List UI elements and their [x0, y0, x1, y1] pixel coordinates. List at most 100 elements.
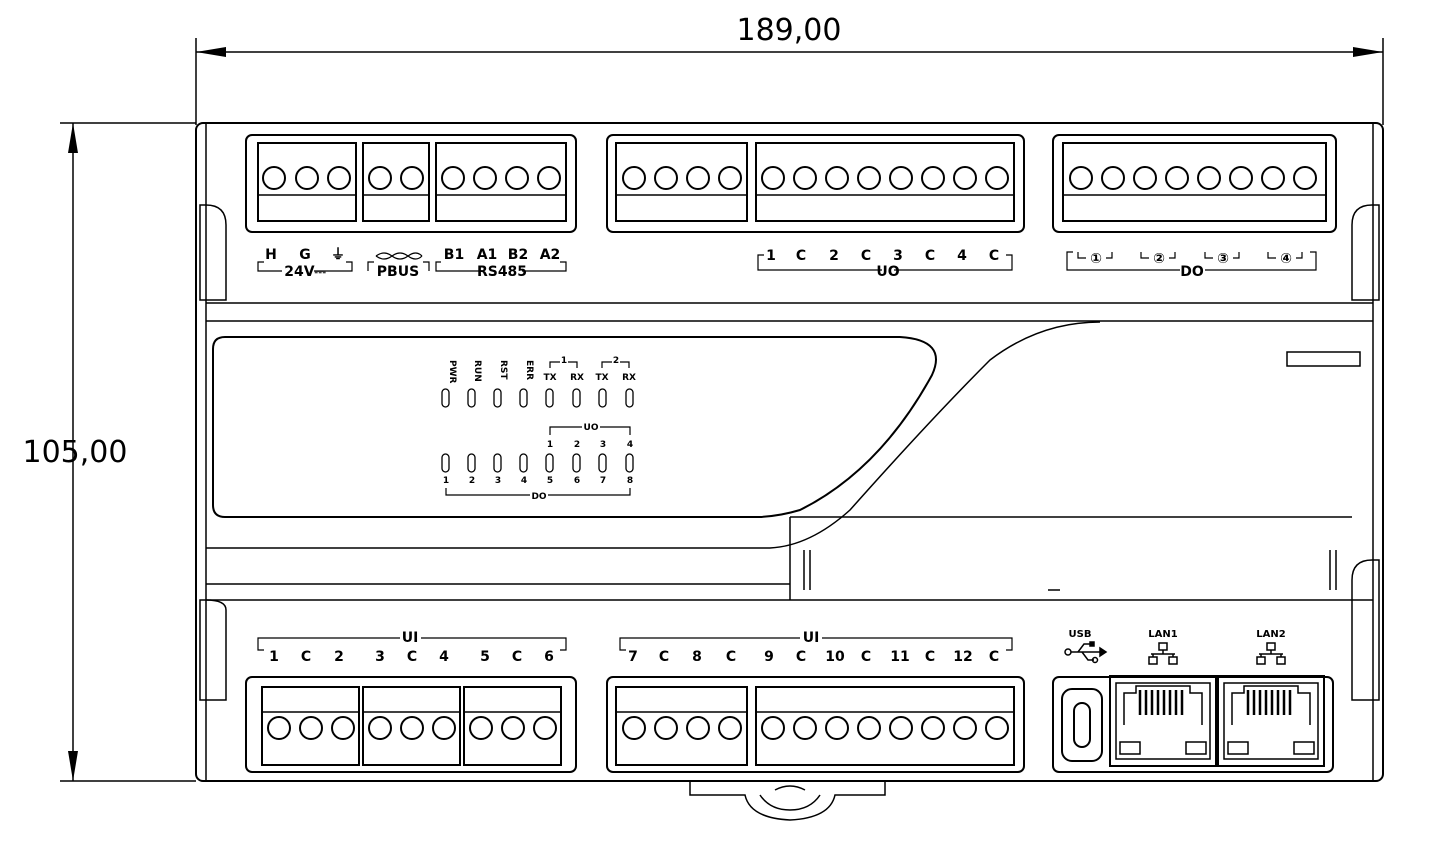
do-led-number: 6 [574, 476, 580, 486]
label-slot [1286, 351, 1361, 367]
led-rx2 [625, 388, 634, 408]
ui-left-labels: UI 1 C 2 3 C 4 5 C 6 [269, 630, 554, 665]
terminal-label: C [861, 649, 871, 665]
connector-ui-7-8[interactable] [615, 686, 748, 766]
port1-tx: TX [543, 373, 556, 383]
terminal-label: C [407, 649, 417, 665]
port2-rx: RX [622, 373, 636, 383]
power-labels [257, 252, 567, 272]
terminal-label: 11 [890, 649, 909, 665]
network-icon [1148, 642, 1178, 665]
terminal-label: G [299, 247, 311, 263]
lan2-label: LAN2 [1256, 629, 1285, 640]
terminal-label: 2 [829, 248, 839, 264]
terminal-label: C [925, 649, 935, 665]
connector-ui-5-6[interactable] [463, 686, 562, 766]
pbus-label: PBUS [377, 264, 419, 280]
do-led-number: 3 [495, 476, 501, 486]
top-connector-do [1052, 134, 1337, 233]
terminal-label: H [265, 247, 277, 263]
connector-ui-1-2[interactable] [261, 686, 360, 766]
terminal-label: 2 [334, 649, 344, 665]
connector-ui-3-4[interactable] [362, 686, 461, 766]
terminal-label: A2 [540, 247, 561, 263]
terminal-label: 4 [957, 248, 967, 264]
connector-uo-a[interactable] [615, 142, 748, 222]
io-led [545, 453, 554, 473]
led-tx1 [545, 388, 554, 408]
ui-group-label: UI [803, 630, 820, 646]
lan2-port[interactable] [1217, 675, 1325, 767]
terminal-label: A1 [477, 247, 498, 263]
top-connector-uo [606, 134, 1025, 233]
terminal-label: C [301, 649, 311, 665]
housing [195, 122, 1384, 821]
terminal-label: ② [1153, 251, 1165, 267]
bottom-connector-right [606, 676, 1025, 773]
io-led [519, 453, 528, 473]
usb-label: USB [1069, 629, 1092, 640]
port-block [1052, 675, 1334, 773]
terminal-label: C [925, 248, 935, 264]
uo-led-number: 4 [627, 440, 633, 450]
terminal-label: 10 [825, 649, 845, 665]
port1-rx: RX [570, 373, 584, 383]
twisted-pair-icon [375, 252, 423, 260]
led-rx1 [572, 388, 581, 408]
terminal-label: 1 [269, 649, 279, 665]
do-led-number: 4 [521, 476, 527, 486]
terminal-label: B2 [508, 247, 528, 263]
do-led-group: DO [531, 492, 546, 502]
terminal-label: 9 [764, 649, 774, 665]
terminal-label: ③ [1217, 251, 1229, 267]
io-led [467, 453, 476, 473]
height-dimension-label: 105,00 [23, 435, 128, 470]
terminal-label: B1 [444, 247, 464, 263]
io-led [598, 453, 607, 473]
io-led [493, 453, 502, 473]
uo-group-label: UO [876, 264, 899, 280]
io-led [441, 453, 450, 473]
bottom-connector-left [245, 676, 577, 773]
io-leds [441, 453, 634, 473]
led-label: RST [498, 360, 508, 380]
terminal-label: ① [1090, 251, 1102, 267]
port2-tx: TX [595, 373, 608, 383]
connector-pbus[interactable] [362, 142, 430, 222]
top-connector-left [245, 134, 577, 233]
terminal-label: C [861, 248, 871, 264]
terminal-label: C [796, 649, 806, 665]
port2-number: 2 [613, 356, 619, 366]
lan1-port[interactable] [1109, 675, 1217, 767]
connector-ui-9-12[interactable] [755, 686, 1015, 766]
usb-icon [1064, 641, 1108, 664]
rs485-group-label: RS485 [477, 264, 527, 280]
terminal-label: C [989, 649, 999, 665]
terminal-label: 5 [480, 649, 490, 665]
uo-top-labels: 1 C 2 C 3 C 4 C UO [766, 248, 999, 280]
height-dimension: 105,00 [23, 122, 196, 782]
ground-icon: ⏚ [331, 247, 345, 263]
ui-right-labels: UI 7 C 8 C 9 C 10 C 11 C 12 C [628, 630, 999, 665]
terminal-label: 1 [766, 248, 776, 264]
connector-power[interactable] [257, 142, 357, 222]
terminal-label: 3 [375, 649, 385, 665]
port-labels: USB LAN1 LAN2 [1069, 629, 1286, 640]
width-dimension-label: 189,00 [737, 13, 842, 48]
terminal-label: ④ [1280, 251, 1292, 267]
lan1-label: LAN1 [1148, 629, 1177, 640]
terminal-label: C [726, 649, 736, 665]
do-led-number: 5 [547, 476, 553, 486]
io-led [572, 453, 581, 473]
terminal-label: C [659, 649, 669, 665]
ui-right-bracket [619, 637, 1013, 651]
connector-rs485[interactable] [435, 142, 567, 222]
terminal-label: 3 [893, 248, 903, 264]
network-icon [1256, 642, 1286, 665]
usb-port[interactable] [1061, 688, 1103, 762]
terminal-label: C [989, 248, 999, 264]
connector-do[interactable] [1062, 142, 1327, 222]
connector-uo-b[interactable] [755, 142, 1015, 222]
status-led-labels: PWR RUN RST ERR 1 TX RX 2 TX RX [447, 356, 636, 384]
